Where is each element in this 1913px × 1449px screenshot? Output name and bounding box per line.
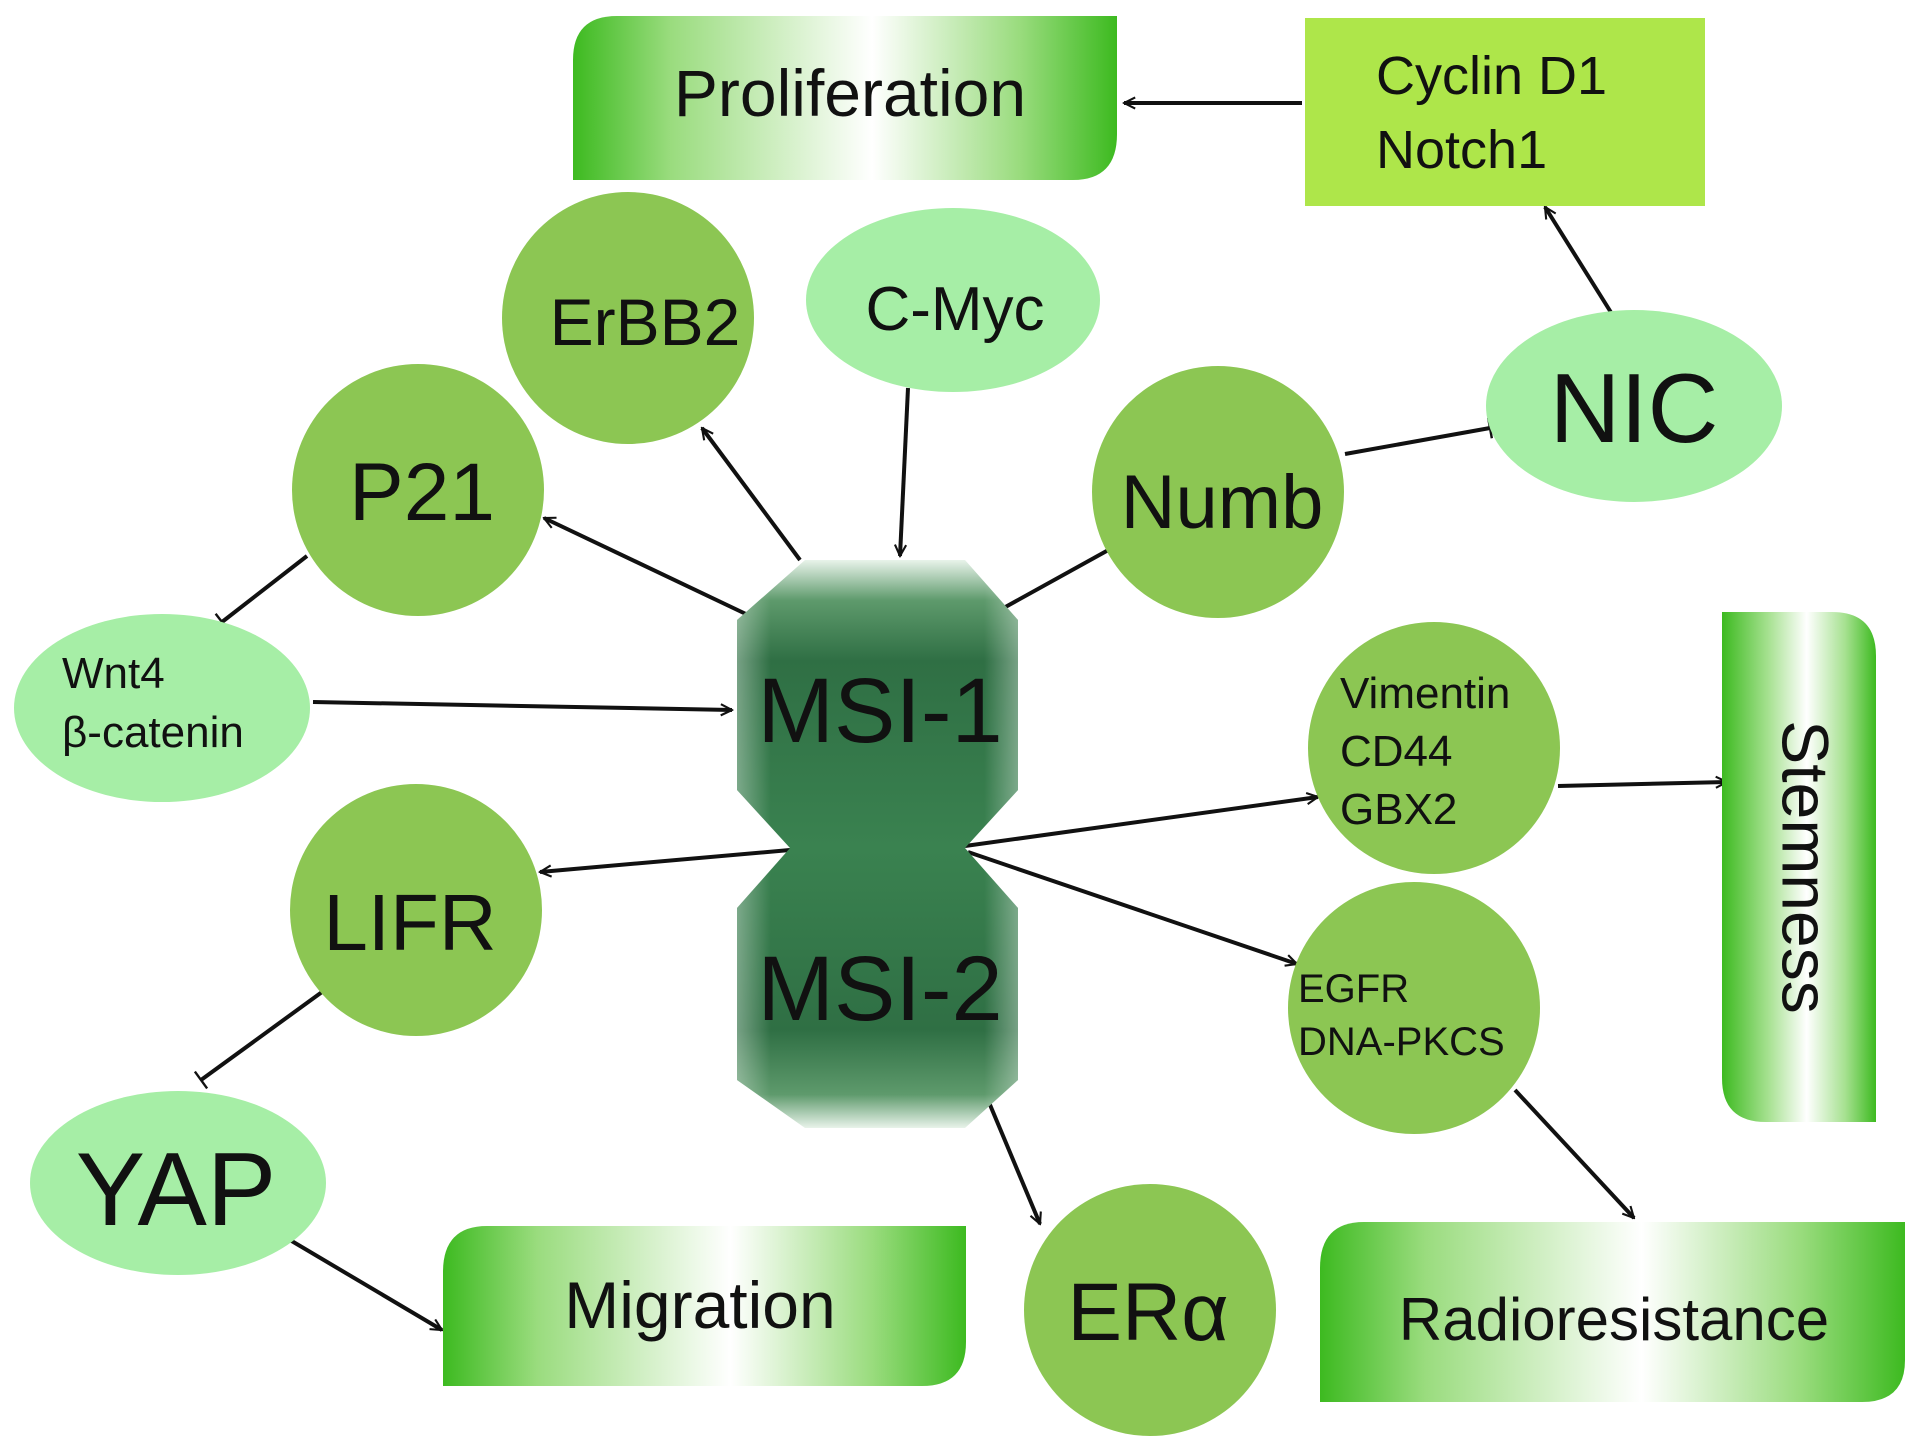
edge-msi-to-vimentin: [964, 797, 1318, 848]
notch1-label: Notch1: [1376, 120, 1547, 180]
msi2-label: MSI-2: [757, 938, 1002, 1040]
msi1-node: MSI-1: [737, 560, 1018, 848]
wnt4-label: Wnt4: [62, 649, 165, 698]
edge-vimentin-to-stemness: [1557, 782, 1727, 786]
proliferation-banner: Proliferation: [573, 16, 1117, 180]
edge-p21-inhibits-wnt4: [214, 554, 309, 631]
p21-label: P21: [349, 447, 495, 538]
wnt4-node: Wnt4 β-catenin: [14, 614, 310, 802]
dna-pkcs-label: DNA-PKCS: [1298, 1020, 1505, 1064]
cyclin-notch-box: Cyclin D1 Notch1: [1305, 18, 1705, 206]
migration-label: Migration: [564, 1268, 835, 1342]
lifr-label: LIFR: [323, 878, 496, 967]
beta-catenin-label: β-catenin: [62, 708, 244, 757]
proliferation-label: Proliferation: [674, 56, 1026, 130]
radioresistance-label: Radioresistance: [1399, 1286, 1829, 1353]
edge-numb-inhibits-nic: [1344, 417, 1494, 456]
stemness-label: Stemness: [1769, 720, 1843, 1013]
edge-cmyc-to-msi1: [900, 387, 910, 556]
edge-wnt4-to-msi1: [312, 700, 732, 710]
numb-label: Numb: [1121, 460, 1324, 545]
egfr-node: EGFR DNA-PKCS: [1288, 882, 1540, 1134]
edge-msi1-to-p21: [544, 516, 749, 617]
cmyc-node: C-Myc: [806, 208, 1100, 392]
yap-label: YAP: [76, 1132, 276, 1248]
edge-msi-to-egfr: [967, 850, 1297, 964]
lifr-node: LIFR: [290, 784, 542, 1036]
edge-msi-to-lifr: [540, 848, 791, 872]
vimentin-node: Vimentin CD44 GBX2: [1308, 622, 1560, 874]
edge-msi1-to-erbb2: [700, 428, 802, 562]
edge-lifr-inhibits-yap: [193, 990, 324, 1090]
era-label: ERα: [1067, 1267, 1228, 1358]
erbb2-label: ErBB2: [550, 285, 741, 359]
gbx2-label: GBX2: [1340, 785, 1457, 834]
p21-node: P21: [292, 364, 544, 616]
nic-node: NIC: [1486, 310, 1782, 502]
msi2-node: MSI-2: [737, 848, 1018, 1128]
numb-node: Numb: [1092, 366, 1344, 618]
yap-node: YAP: [30, 1091, 326, 1275]
erbb2-node: ErBB2: [502, 192, 754, 444]
vimentin-label: Vimentin: [1340, 669, 1510, 718]
stemness-banner: Stemness: [1722, 612, 1876, 1122]
radioresistance-banner: Radioresistance: [1320, 1222, 1905, 1402]
cmyc-label: C-Myc: [865, 275, 1044, 344]
edge-yap-to-migration: [288, 1238, 442, 1332]
era-node: ERα: [1024, 1184, 1276, 1436]
edge-nic-to-cyclin: [1543, 207, 1614, 316]
migration-banner: Migration: [443, 1226, 966, 1386]
edge-egfr-to-radioresistance: [1513, 1088, 1634, 1218]
cyclin-d1-label: Cyclin D1: [1376, 46, 1607, 106]
edge-msi1-inhibits-numb: [999, 538, 1119, 612]
nic-label: NIC: [1550, 353, 1719, 463]
edge-msi2-to-era: [986, 1099, 1040, 1224]
edges: [193, 103, 1727, 1332]
msi1-label: MSI-1: [757, 660, 1002, 762]
egfr-label: EGFR: [1298, 967, 1409, 1011]
cd44-label: CD44: [1340, 727, 1453, 776]
